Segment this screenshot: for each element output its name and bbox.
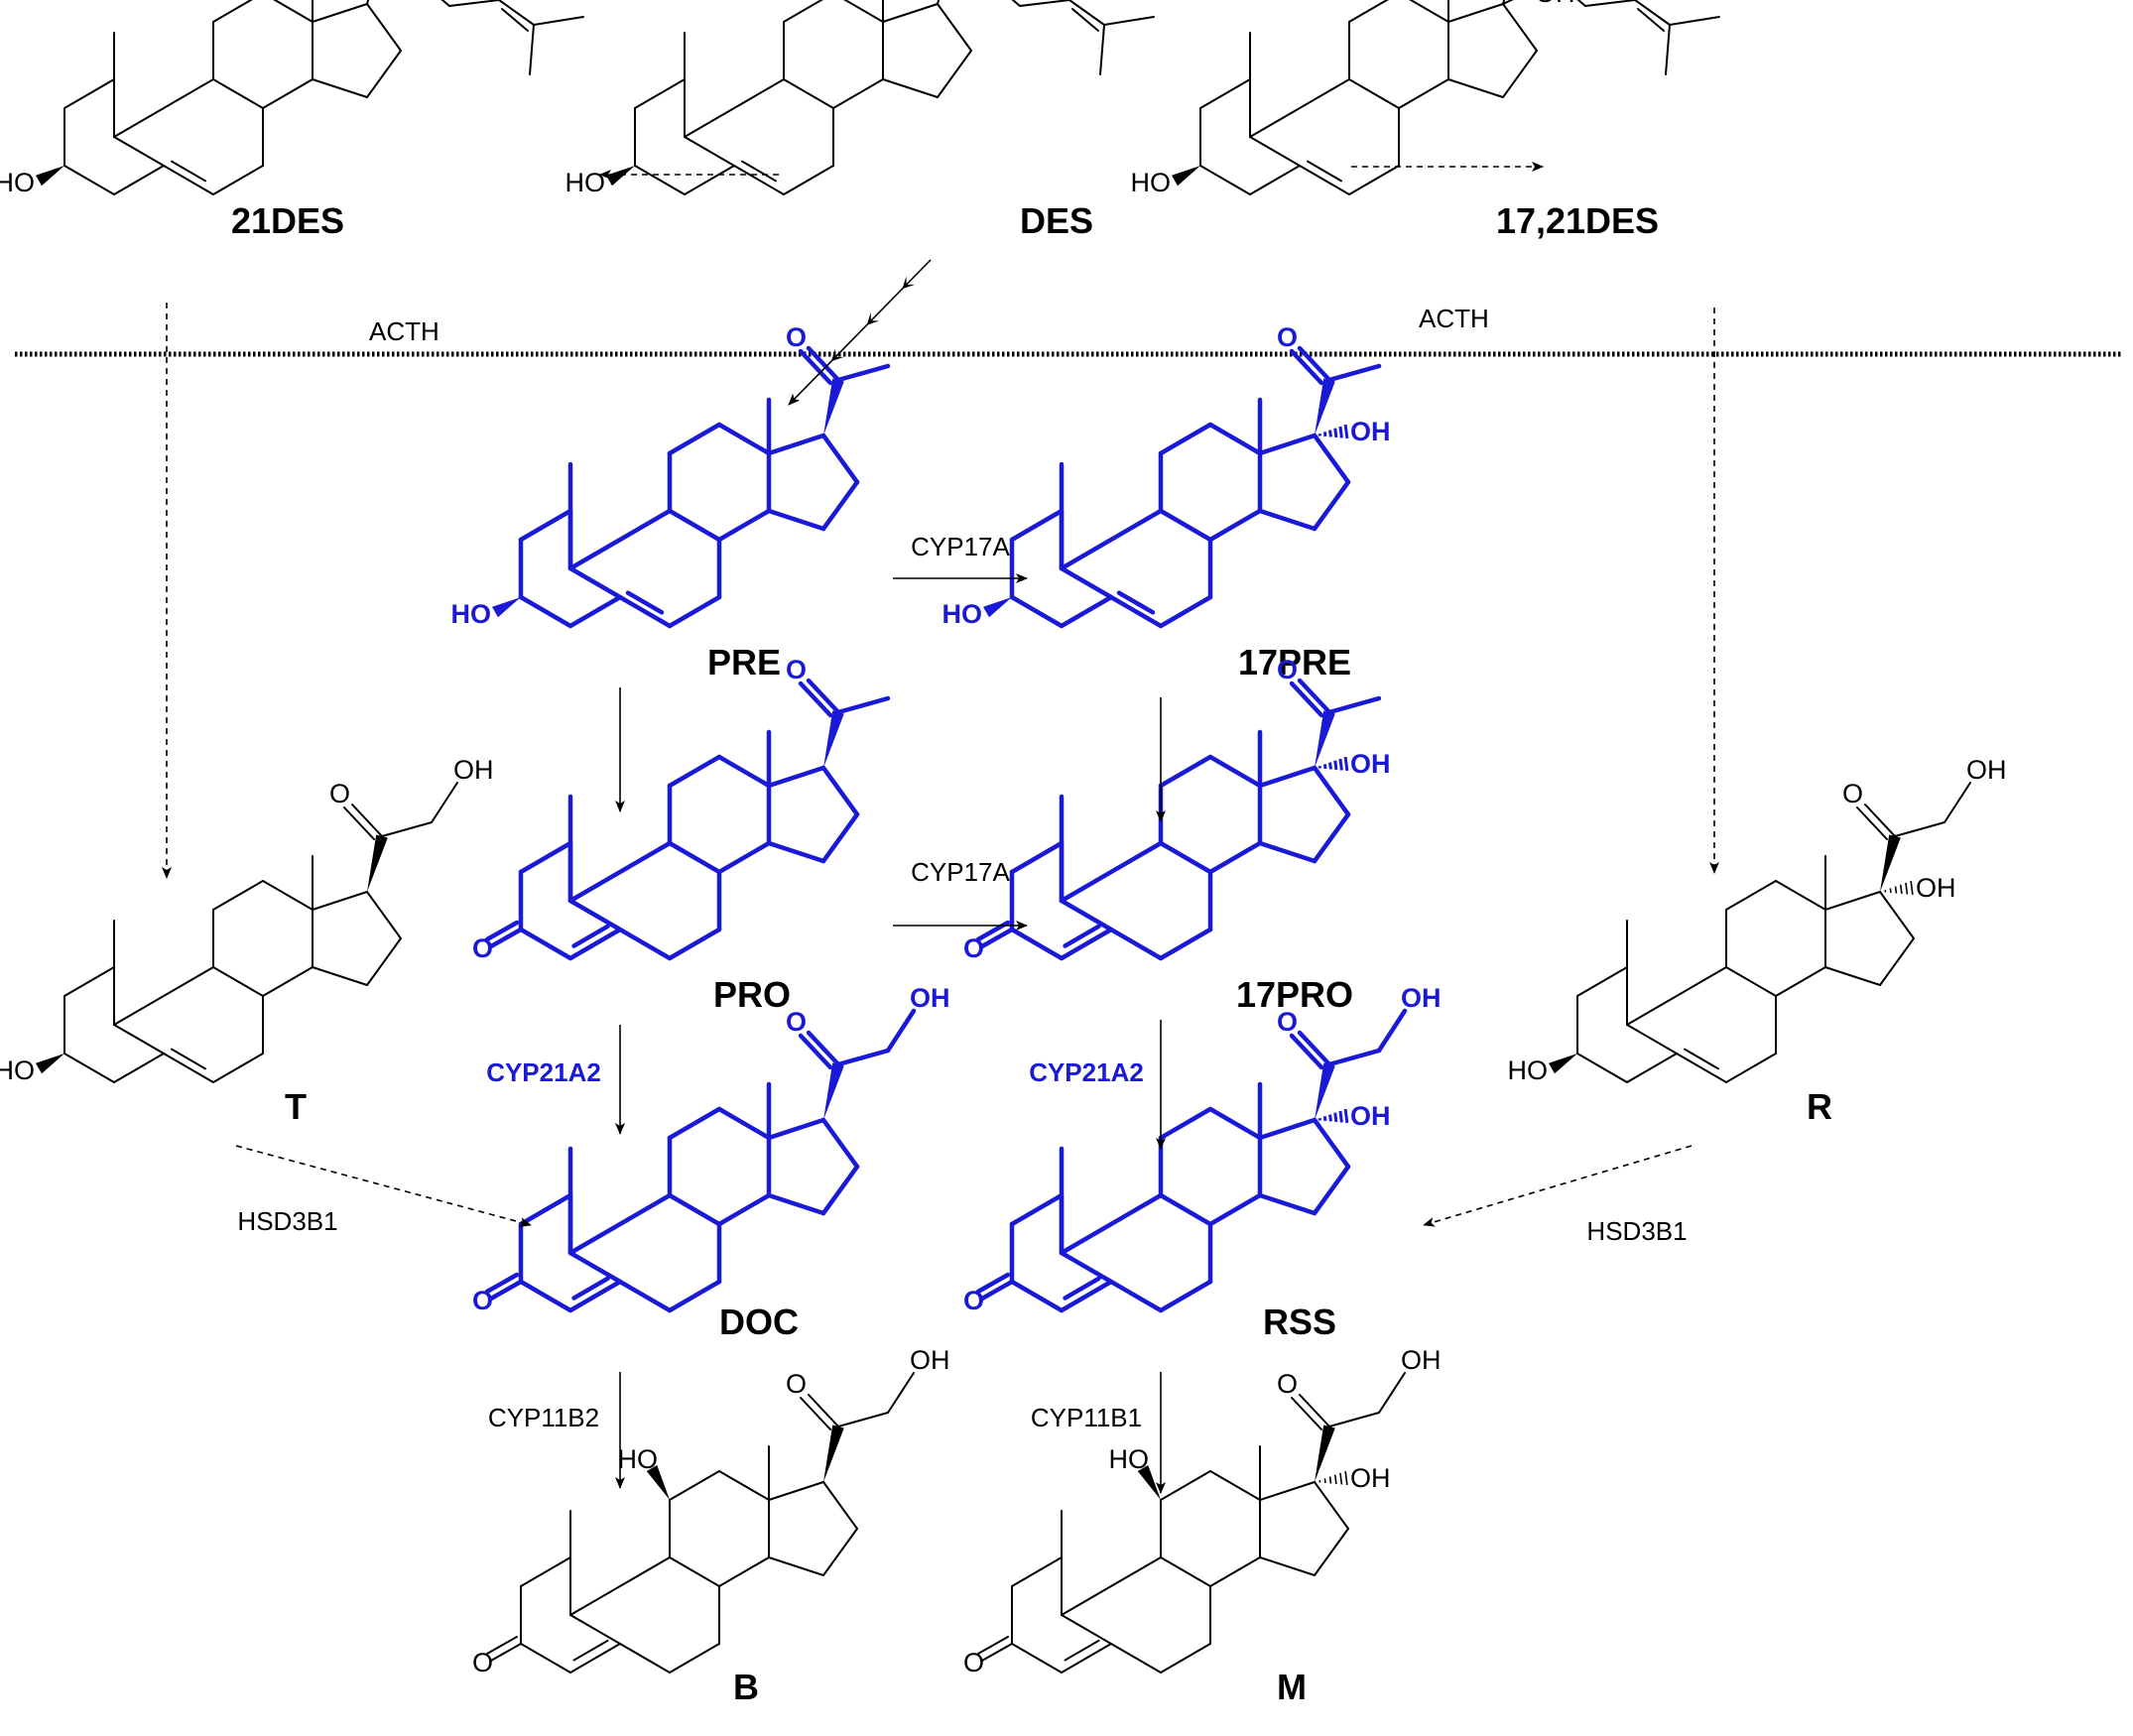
molecule-17pro: O O OH 17PRO: [963, 655, 1391, 1015]
hydroxyl-label: OH: [1916, 873, 1956, 903]
hydroxyl-label: HO: [1131, 168, 1172, 197]
oxygen-label: O: [786, 1007, 807, 1037]
hydroxyl-label: OH: [910, 1345, 950, 1375]
molecule-des: HO DES: [565, 0, 1155, 241]
molecule-label-rss: RSS: [1263, 1302, 1336, 1342]
multistep-arrowhead: [902, 276, 916, 290]
molecule-1721des: HOHOOH17,21DES: [1131, 0, 1720, 241]
molecule-m: O HO O OH OH M: [963, 1345, 1442, 1707]
hydroxyl-label: HO: [1508, 1055, 1549, 1085]
enzyme-label-cyp17a-top: CYP17A: [911, 532, 1010, 561]
hydroxyl-label: OH: [1401, 983, 1442, 1013]
acth-label-left: ACTH: [369, 316, 439, 346]
oxygen-label: O: [786, 1369, 807, 1399]
hydroxyl-label: HO: [618, 1444, 659, 1474]
enzyme-label-cyp11b1: CYP11B1: [1031, 1403, 1142, 1432]
oxygen-label: O: [963, 1648, 984, 1677]
molecule-label-m: M: [1277, 1667, 1307, 1707]
oxygen-label: O: [472, 933, 493, 963]
enzyme-label-cyp21a2-right: CYP21A2: [1029, 1057, 1144, 1087]
hydroxyl-label: OH: [1350, 417, 1391, 446]
hydroxyl-label: OH: [1350, 749, 1391, 779]
oxygen-label: O: [472, 1286, 493, 1315]
molecule-label-pro: PRO: [713, 974, 791, 1015]
multistep-arrowhead: [866, 311, 880, 325]
arrow-t-to-doc: [235, 1145, 532, 1227]
hydroxyl-label: HO: [942, 599, 983, 629]
molecule-t: HO O OH T: [0, 755, 494, 1127]
molecule-b: O HO O OH B: [472, 1345, 950, 1707]
molecule-21des: HOHO21DES: [0, 0, 584, 241]
molecule-label-pre: PRE: [707, 642, 781, 682]
molecule-doc: O O OH DOC: [472, 983, 950, 1342]
molecule-label-1721des: 17,21DES: [1496, 200, 1659, 241]
multistep-arrowhead: [830, 348, 844, 362]
acth-label-right: ACTH: [1419, 304, 1489, 333]
enzyme-label-hsd3b1-left: HSD3B1: [237, 1206, 337, 1236]
molecule-label-doc: DOC: [719, 1302, 799, 1342]
hydroxyl-label: HO: [565, 168, 606, 197]
molecule-17pre: HO O OH 17PRE: [942, 322, 1391, 682]
molecule-r: HO O OH OH R: [1508, 755, 2007, 1127]
hydroxyl-label: OH: [1350, 1463, 1391, 1493]
enzyme-label-cyp11b2: CYP11B2: [488, 1403, 599, 1432]
molecule-label-21des: 21DES: [231, 200, 344, 241]
hydroxyl-label: OH: [453, 755, 494, 785]
oxygen-label: O: [1277, 322, 1298, 352]
hydroxyl-label: OH: [1350, 1101, 1391, 1131]
oxygen-label: O: [329, 779, 350, 808]
oxygen-label: O: [1277, 1007, 1298, 1037]
hydroxyl-label: OH: [1966, 755, 2007, 785]
oxygen-label: O: [1277, 1369, 1298, 1399]
hydroxyl-label: HO: [1109, 1444, 1150, 1474]
oxygen-label: O: [963, 1286, 984, 1315]
hydroxyl-label: OH: [910, 983, 950, 1013]
molecule-rss: O O OH OH RSS: [963, 983, 1442, 1342]
oxygen-label: O: [472, 1648, 493, 1677]
hydroxyl-label: OH: [1535, 0, 1575, 8]
oxygen-label: O: [963, 933, 984, 963]
oxygen-label: O: [1277, 655, 1298, 684]
molecule-label-r: R: [1807, 1086, 1832, 1127]
hydroxyl-label: HO: [0, 1055, 35, 1085]
oxygen-label: O: [1842, 779, 1863, 808]
molecule-label-b: B: [733, 1667, 759, 1707]
arrow-r-to-rss: [1423, 1145, 1693, 1227]
molecule-label-t: T: [285, 1086, 307, 1127]
hydroxyl-label: HO: [0, 168, 35, 197]
hydroxyl-label: HO: [451, 599, 492, 629]
hydroxyl-label: OH: [1401, 1345, 1442, 1375]
molecule-label-des: DES: [1020, 200, 1093, 241]
oxygen-label: O: [786, 322, 807, 352]
molecule-pro: O O PRO: [472, 655, 891, 1015]
molecule-label-17pre: 17PRE: [1238, 642, 1351, 682]
arrow-des-to-pre: [788, 259, 932, 406]
oxygen-label: O: [786, 655, 807, 684]
molecule-label-17pro: 17PRO: [1236, 974, 1353, 1015]
enzyme-label-hsd3b1-right: HSD3B1: [1586, 1216, 1687, 1246]
enzyme-label-cyp21a2-left: CYP21A2: [486, 1057, 601, 1087]
enzyme-label-cyp17a-mid: CYP17A: [911, 857, 1010, 887]
